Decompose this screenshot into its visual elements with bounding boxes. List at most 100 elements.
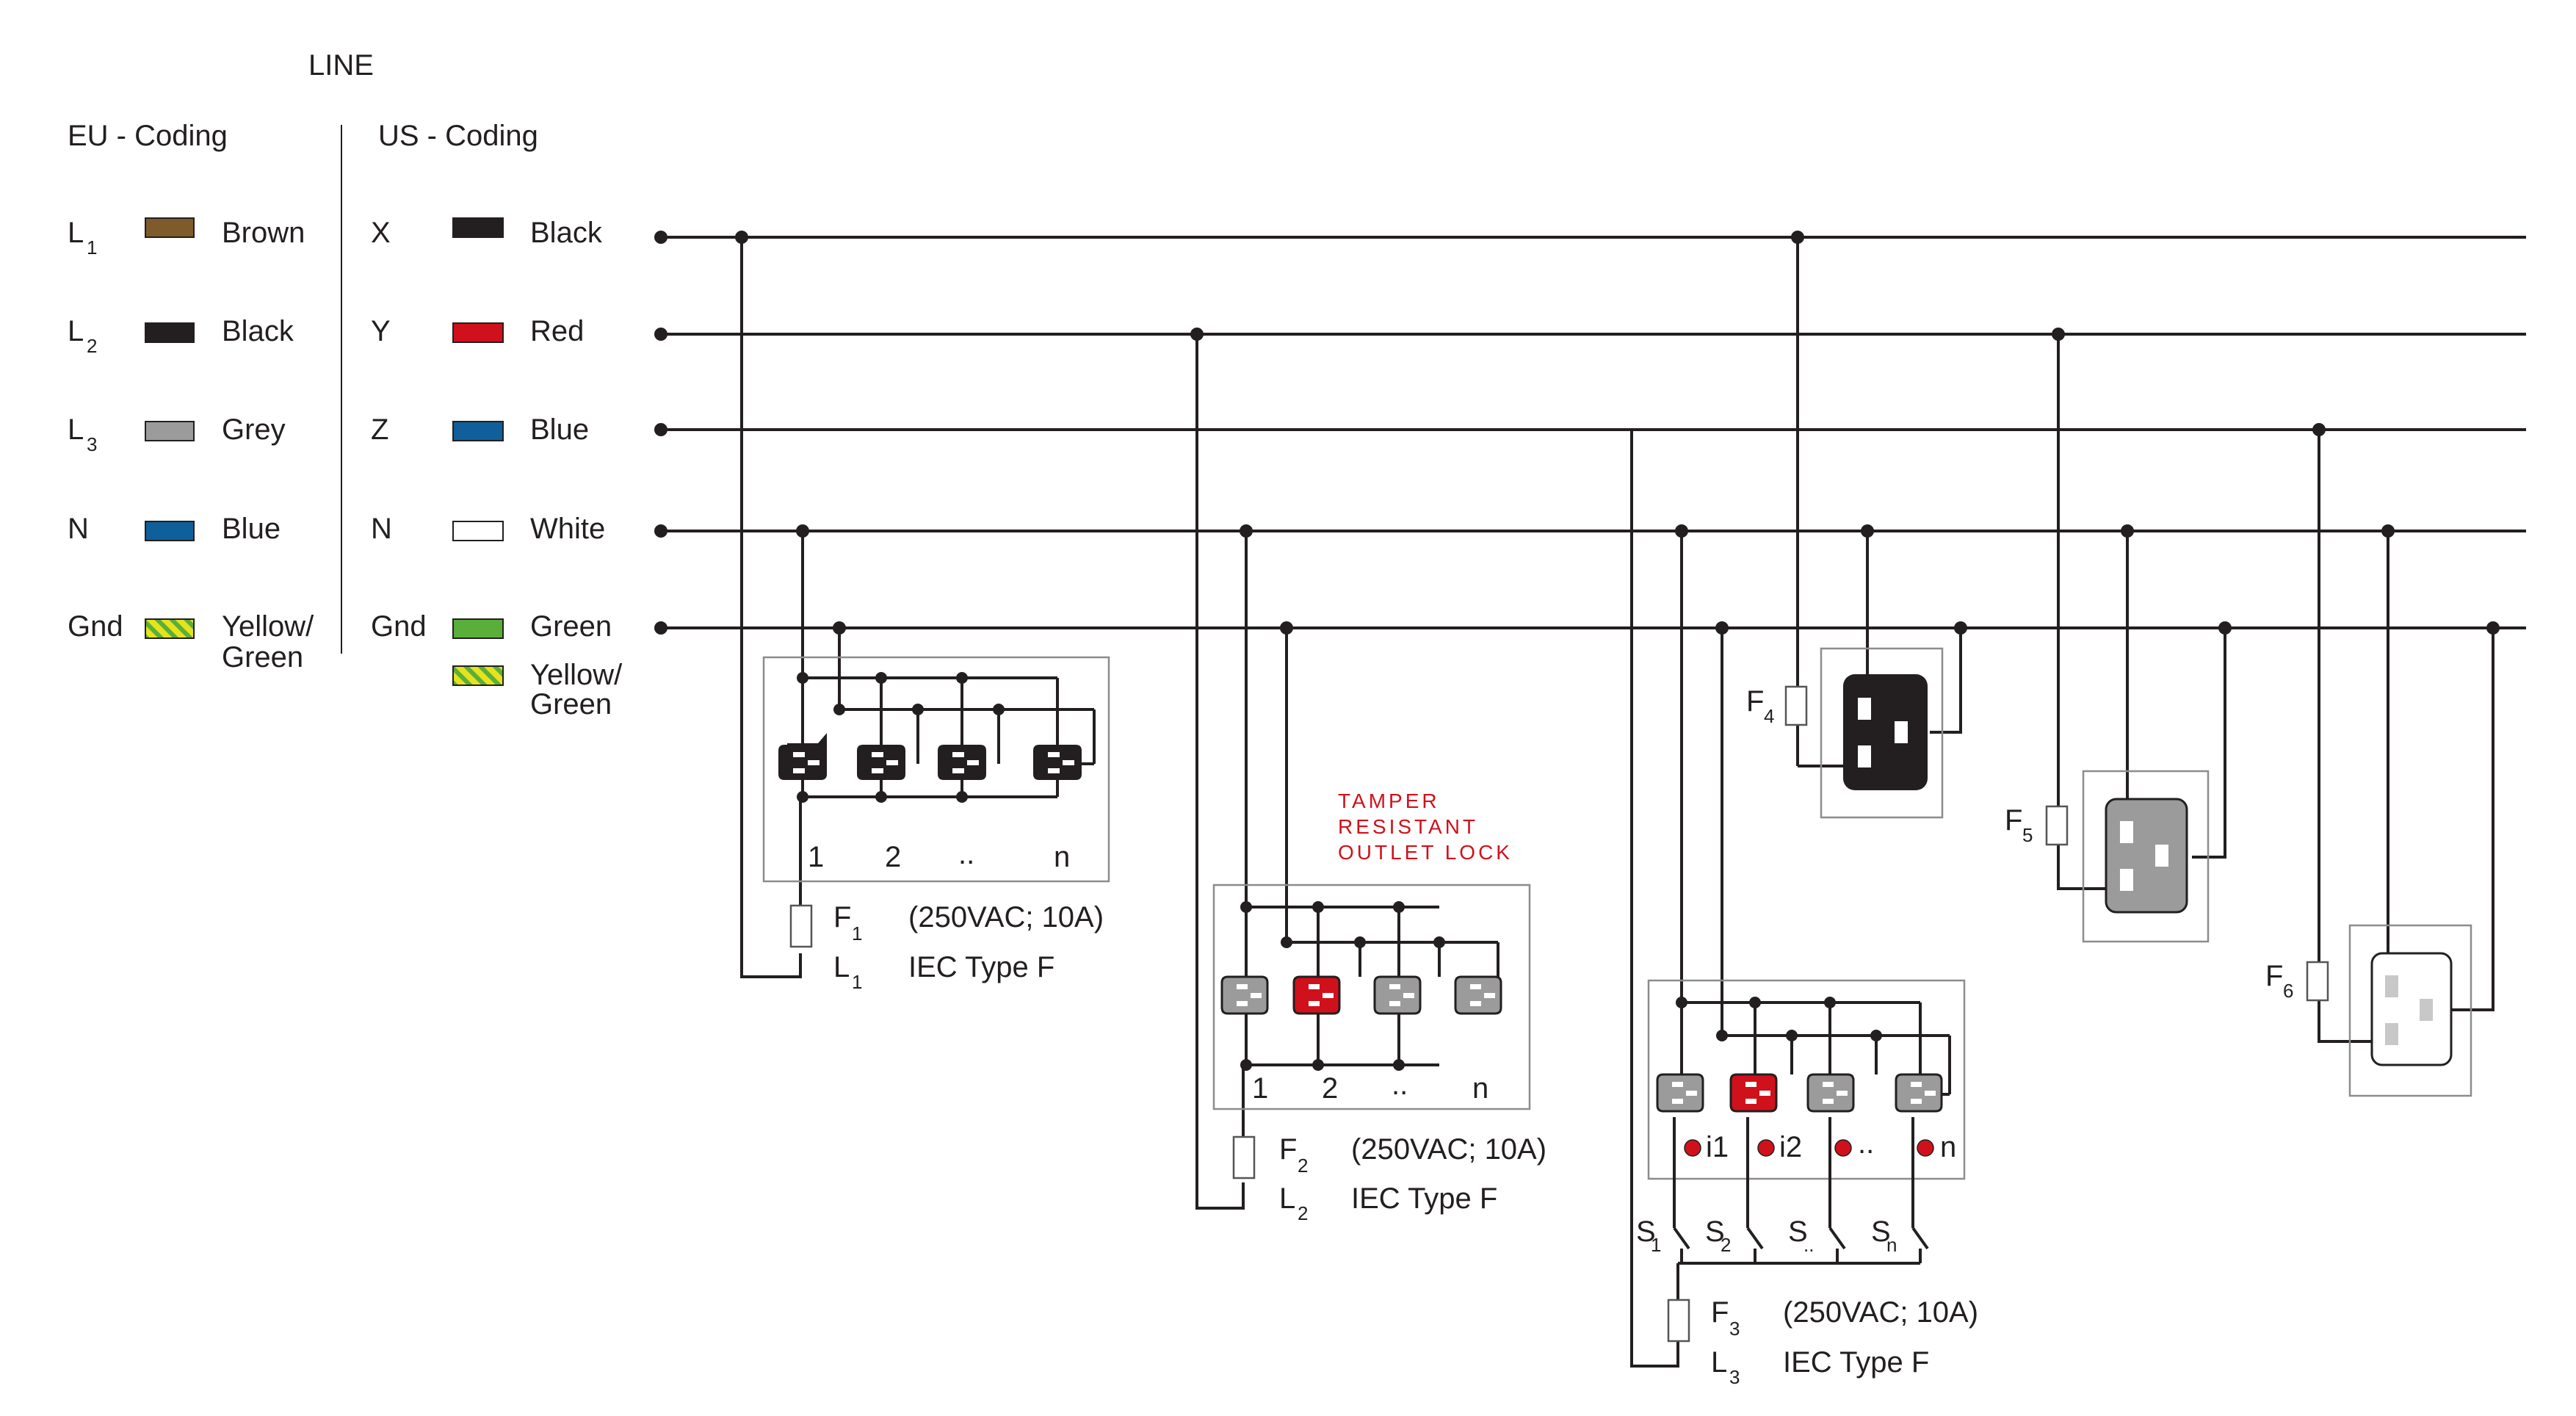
g2-fuse: F [1279,1133,1297,1166]
junction-dot [796,524,809,538]
junction-dot [1786,1030,1798,1041]
black-swatch [452,217,504,238]
g3-enclosure [1647,979,1966,1180]
junction-dot [875,791,887,803]
grey-swatch [145,421,195,441]
eu-color-name: Grey [222,413,286,446]
us-color-name: Green [530,610,612,643]
us-color-name: Black [530,217,603,249]
junction-dot [1240,524,1253,538]
us-extra-name-2: Green [530,688,612,720]
outlet-pin [1895,721,1908,743]
junction-dot [2052,328,2065,341]
g1-type: IEC Type F [908,951,1054,983]
junction-dot [2486,621,2500,635]
bus-terminal [654,231,667,244]
f6-fuse: F [2265,960,2283,992]
grey-outlet-icon [1895,1073,1943,1113]
outlet-pin [1858,745,1871,767]
junction-dot [1393,1059,1405,1071]
eu-color-name: Yellow/ [222,610,314,643]
grey-outlet-icon [1656,1073,1704,1113]
junction-dot [1190,328,1204,341]
outlet-group-3: i1 i2 .. n S 1 S 2 S .. S n [1630,430,1978,1388]
outlet-pin [952,768,964,773]
g1-label-1: 1 [808,841,824,873]
outlet-pin [1048,752,1060,757]
fuse-icon [1784,685,1808,726]
outlet-pin [1759,1091,1770,1096]
g1-label-2: 2 [885,841,901,873]
outlet-pin [793,752,805,757]
junction-dot [1240,1059,1252,1071]
g2-line: L [1279,1182,1295,1215]
outlet-pin [2385,975,2398,997]
junction-dot [1870,1030,1882,1041]
junction-dot [1240,901,1252,913]
outlet-pin [872,752,883,757]
g3-fuse-sub: 3 [1729,1318,1740,1340]
outlet-pin [1389,1001,1400,1006]
g3-switch-2: S 2 [1705,1215,1764,1263]
g3-outlet-3 [1786,997,1855,1228]
g3-switch-n: S n [1871,1215,1929,1263]
eu-sym: Gnd [68,610,123,643]
junction-dot [912,704,924,715]
g3-switch-3: S .. [1788,1215,1846,1263]
outlet-pin [1403,993,1414,998]
outlet-group-2: TAMPER RESISTANT OUTLET LOCK [1190,328,1546,1224]
outlet-pin [2120,869,2133,891]
outlet-pin [1309,1001,1320,1006]
outlet-pin [1823,1099,1834,1104]
g3-rating: (250VAC; 10A) [1783,1296,1978,1329]
fuse-icon [789,904,813,948]
eu-sym-sub: 1 [87,236,97,259]
outlet-pin [2120,821,2133,843]
brown-swatch [145,217,195,238]
outlet-pin [1745,1099,1756,1104]
outlet-pin [1672,1099,1683,1104]
black-outlet-icon [938,745,986,780]
grey-outlet-icon [1373,975,1422,1015]
g1-label-3: .. [958,838,974,870]
eu-row-l2: L 2 Black [68,315,294,357]
us-sym: Y [371,315,391,347]
outlet-pin [1470,984,1481,989]
f4-enclosure [1820,647,1944,819]
junction-dot [1749,997,1761,1008]
eu-sym: L [68,217,84,249]
g2-outlet-1 [1220,975,1269,1015]
outlet-pin [1063,760,1074,765]
junction-dot [1312,901,1324,913]
g2-label-3: .. [1392,1069,1408,1101]
outlet-pin [1237,1001,1248,1006]
switch-sub: 1 [1651,1234,1661,1256]
eu-color-name-2: Green [222,641,303,673]
switch-contact [1828,1227,1846,1250]
g1-enclosure [762,656,1110,883]
tamper-label-2: RESISTANT [1338,815,1478,838]
outlet-group-1: 1 2 .. n F 1 (250VAC; 10A) L 1 IEC Type … [735,231,1110,993]
f4-fuse-sub: 4 [1764,705,1774,727]
indicator-led-icon [1684,1139,1701,1157]
l1-feed [740,237,802,978]
outlet-pin [1823,1082,1834,1087]
f6-gnd-tap [2451,628,2494,1011]
f5-enclosure [2082,770,2210,943]
switch-contact [1911,1227,1929,1250]
g1-outlet-n [1033,678,1096,797]
indicator-led-icon [1757,1139,1775,1157]
g1-label-n: n [1054,841,1070,873]
tamper-label-3: OUTLET LOCK [1338,841,1513,864]
g2-line-sub: 2 [1298,1202,1308,1224]
junction-dot [1824,997,1836,1008]
l2-feed [1195,334,1245,1210]
bus-lines [654,231,2526,635]
outlet-pin [1686,1091,1697,1096]
outlet-pin [2420,999,2433,1021]
f4-fuse: F [1746,685,1764,718]
outlet-pin [808,760,820,765]
us-row-gnd: Gnd Green Yellow/ Green [371,610,623,720]
junction-dot [1393,901,1405,913]
f4-gnd-tap [1930,628,1962,734]
